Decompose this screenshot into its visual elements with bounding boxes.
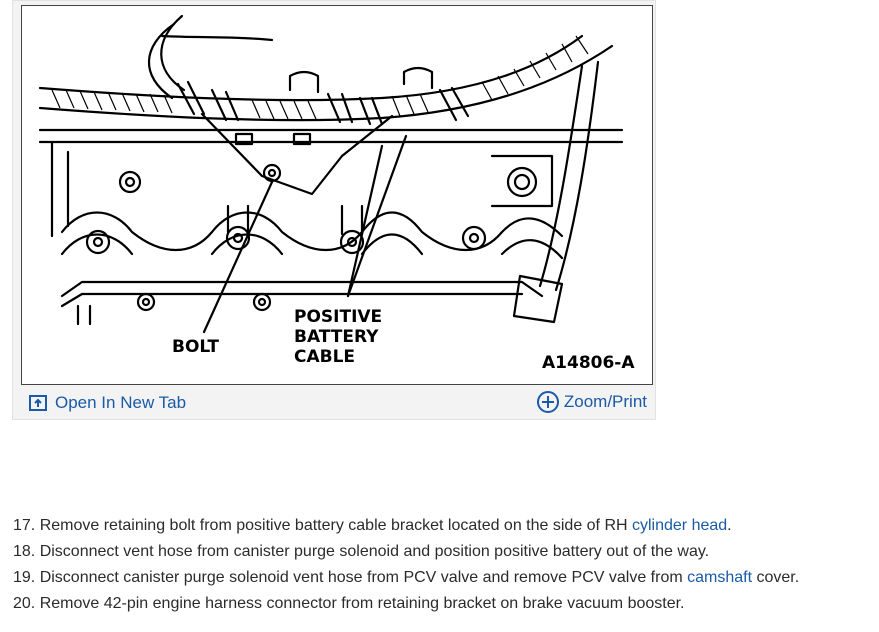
step-item: 19. Disconnect canister purge solenoid v… xyxy=(13,569,800,586)
zoom-plus-icon xyxy=(536,391,559,413)
label-positive: POSITIVE xyxy=(294,307,382,327)
label-cable: CABLE xyxy=(294,347,355,367)
cylinder-head-link[interactable]: cylinder head xyxy=(632,517,728,534)
label-bolt: BOLT xyxy=(172,337,219,357)
open-in-new-tab-link[interactable]: Open In New Tab xyxy=(29,393,186,413)
open-in-new-tab-icon xyxy=(29,395,47,411)
figure-id: A14806-A xyxy=(542,353,635,373)
zoom-print-button[interactable]: Zoom/Print xyxy=(536,390,647,414)
step-item: 18. Disconnect vent hose from canister p… xyxy=(13,543,710,560)
open-in-new-tab-label: Open In New Tab xyxy=(55,393,187,412)
step-item: 20. Remove 42-pin engine harness connect… xyxy=(13,595,685,612)
camshaft-link[interactable]: camshaft xyxy=(687,569,753,586)
figure-card: BOLT POSITIVE BATTERY CABLE A14806-A Ope… xyxy=(12,0,656,420)
step-item: 17. Remove retaining bolt from positive … xyxy=(13,517,732,534)
procedure-steps: 17. Remove retaining bolt from positive … xyxy=(13,513,799,617)
engine-diagram: BOLT POSITIVE BATTERY CABLE A14806-A xyxy=(21,5,653,385)
label-battery: BATTERY xyxy=(294,327,379,347)
zoom-print-label: Zoom/Print xyxy=(563,392,647,411)
